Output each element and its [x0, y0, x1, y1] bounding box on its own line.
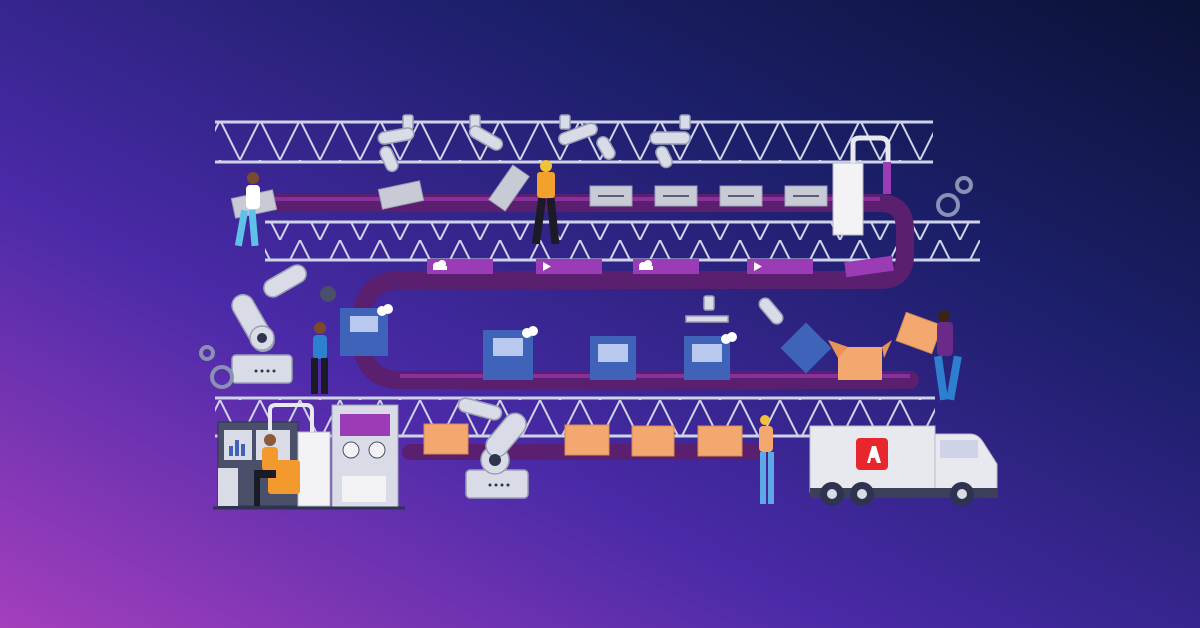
robot-arms — [231, 114, 784, 499]
gear-icon — [199, 176, 973, 389]
truss-middle — [265, 220, 980, 262]
robot-details — [254, 286, 510, 487]
worker-box-carrier — [933, 310, 962, 401]
control-station — [213, 403, 405, 510]
boxes-bottom — [423, 311, 943, 457]
delivery-truck — [809, 425, 998, 506]
worker-top-left — [234, 172, 260, 247]
adobe-logo-icon — [856, 438, 888, 470]
worker-seated — [254, 434, 278, 506]
worker-middle-left — [311, 322, 328, 394]
worker-hardhat — [531, 160, 560, 245]
play-icon — [543, 262, 762, 271]
cloud-icon — [377, 304, 737, 344]
bar-chart-icon — [229, 440, 245, 456]
printer-tower — [832, 135, 891, 236]
image-icon — [350, 316, 722, 362]
open-box — [828, 340, 892, 380]
worker-phone — [759, 415, 774, 504]
cloud-icon — [433, 260, 653, 270]
